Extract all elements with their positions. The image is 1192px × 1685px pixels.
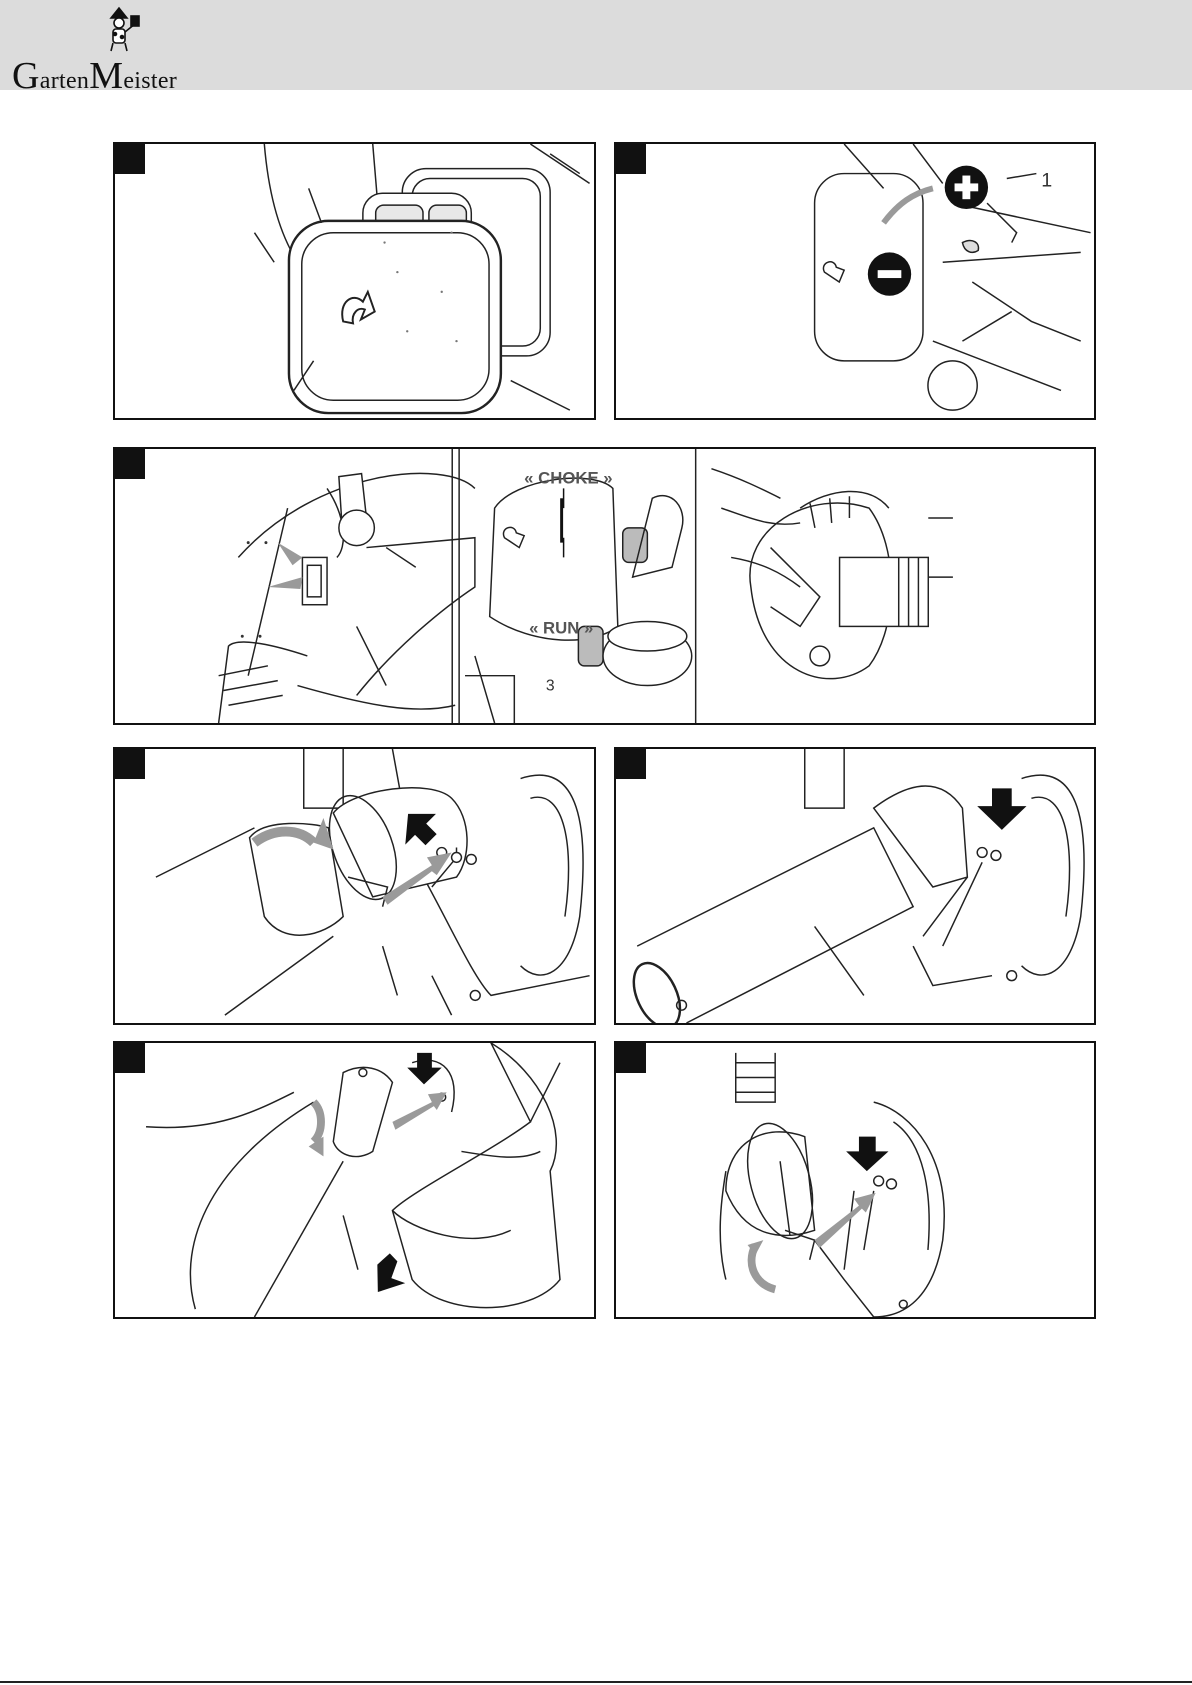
gartenmeister-logo: GartenMeister xyxy=(12,6,192,86)
figure-number-badge xyxy=(115,449,145,479)
carburettor-adjust-illustration: 1 xyxy=(616,144,1094,418)
footer-rule xyxy=(0,1681,1192,1683)
inlet-attach-illustration xyxy=(616,1043,1094,1317)
figure-starting-sequence: « CHOKE » « RUN » 3 xyxy=(113,447,1096,725)
callout-number-1: 1 xyxy=(1041,169,1052,191)
tube-attached-illustration xyxy=(616,749,1094,1023)
attach-tube-illustration xyxy=(115,749,594,1023)
figure-number-badge xyxy=(616,749,646,779)
figure-number-badge xyxy=(616,144,646,174)
figure-number-badge xyxy=(115,144,145,174)
brand-wordmark: GartenMeister xyxy=(12,54,177,98)
starting-sequence-illustration: « CHOKE » « RUN » 3 xyxy=(115,449,1094,723)
air-filter-illustration xyxy=(115,144,594,418)
run-label: « RUN » xyxy=(529,618,593,637)
page-header: GartenMeister xyxy=(0,0,1192,90)
choke-label: « CHOKE » xyxy=(524,468,612,487)
figure-tube-attached xyxy=(614,747,1096,1025)
figure-number-badge xyxy=(115,749,145,779)
figure-attach-tube xyxy=(113,747,596,1025)
flat-nozzle-illustration xyxy=(115,1043,594,1317)
figure-number-badge xyxy=(616,1043,646,1073)
figure-air-filter xyxy=(113,142,596,420)
callout-number-3: 3 xyxy=(546,677,555,694)
figure-carburettor-adjust: 1 xyxy=(614,142,1096,420)
figure-flat-nozzle xyxy=(113,1041,596,1319)
figure-number-badge xyxy=(115,1043,145,1073)
figure-inlet-attach xyxy=(614,1041,1096,1319)
